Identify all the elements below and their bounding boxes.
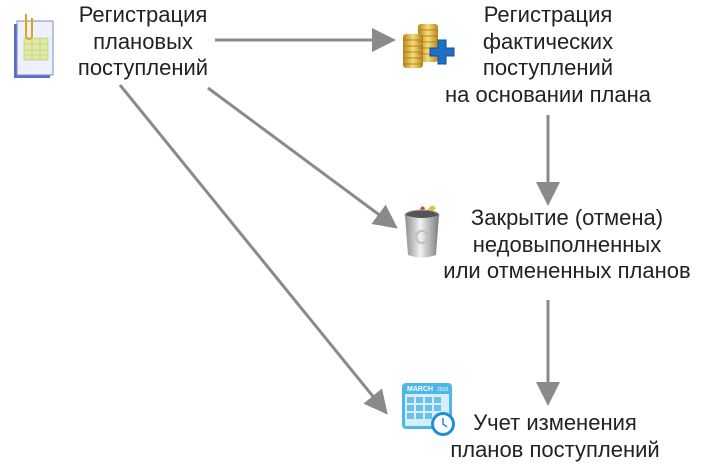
arrow-planned-to-closing bbox=[207, 86, 398, 229]
coins-plus-icon bbox=[403, 24, 455, 68]
node-actual-label: Регистрация фактических поступлений на о… bbox=[430, 2, 666, 108]
label-line: Учет изменения bbox=[473, 410, 637, 435]
label-line: Закрытие (отмена) bbox=[470, 205, 664, 230]
label-line: планов поступлений bbox=[450, 436, 660, 462]
label-line: Регистрация bbox=[78, 2, 208, 27]
label-line: поступлений bbox=[482, 55, 614, 80]
node-changes-label: Учет изменения планов поступлений bbox=[440, 410, 670, 463]
label-line: плановых bbox=[93, 28, 193, 54]
node-closing-label: Закрытие (отмена) недовыполненных или от… bbox=[430, 205, 704, 285]
calendar-year-text: 2010 bbox=[437, 387, 448, 393]
calendar-clock-icon: MARCH 2010 bbox=[402, 383, 455, 436]
arrow-planned-to-changes bbox=[118, 84, 388, 415]
label-line: поступлений bbox=[77, 55, 209, 80]
label-line: Регистрация bbox=[483, 2, 613, 27]
trash-bin-icon bbox=[404, 205, 440, 258]
label-line: недовыполненных bbox=[472, 231, 662, 257]
calendar-month-text: MARCH bbox=[407, 386, 433, 393]
document-table-icon bbox=[14, 14, 54, 78]
label-line: фактических bbox=[482, 28, 614, 54]
label-line: или отмененных планов bbox=[443, 258, 691, 283]
label-line: на основании плана bbox=[444, 81, 651, 107]
node-planned-label: Регистрация плановых поступлений bbox=[58, 2, 228, 82]
